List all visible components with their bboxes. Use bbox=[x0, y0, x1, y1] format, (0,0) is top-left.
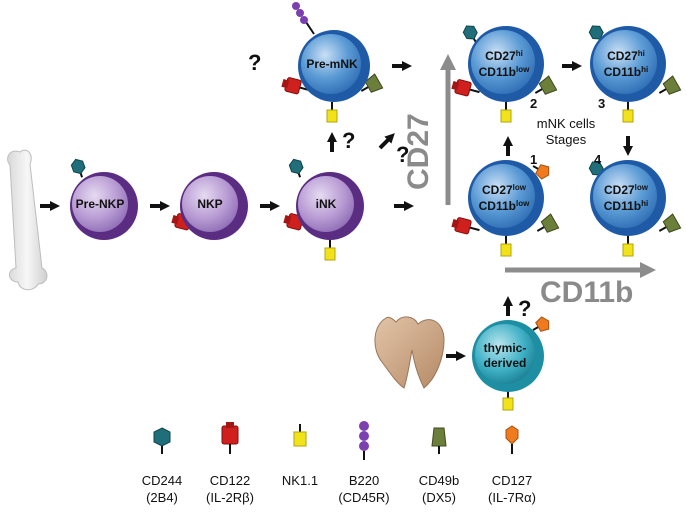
thymic-derived-cell: thymic- derived bbox=[472, 316, 550, 411]
stage4-cell: CD27low CD11bhi 4 bbox=[588, 152, 682, 257]
stage3-line2: CD11bhi bbox=[604, 65, 648, 79]
legend-b220-alias: (CD45R) bbox=[338, 490, 389, 505]
stage2-line1: CD27hi bbox=[485, 49, 523, 63]
mnk-label-line1: mNK cells bbox=[537, 116, 596, 131]
stage2-cell: CD27hi CD11blow 2 bbox=[451, 25, 558, 123]
nk11-marker bbox=[502, 390, 514, 411]
nk11-marker bbox=[500, 102, 512, 123]
nk11-marker bbox=[326, 102, 338, 123]
legend-item-cd49b: CD49b (DX5) bbox=[419, 427, 459, 505]
cd127-marker bbox=[532, 316, 550, 332]
nk11-marker bbox=[324, 238, 336, 261]
cd49b-marker bbox=[534, 75, 558, 95]
trapezoid-icon bbox=[431, 427, 447, 454]
cd49b-marker bbox=[360, 73, 384, 93]
ink-cell: iNK bbox=[283, 158, 364, 261]
legend-cd127-name: CD127 bbox=[492, 473, 532, 488]
thymic-label-line1: thymic- bbox=[484, 341, 527, 355]
pre-nkp-label: Pre-NKP bbox=[76, 197, 125, 211]
legend: CD244 (2B4) CD122 (IL-2Rβ) NK1.1 bbox=[142, 421, 536, 505]
cd49b-marker bbox=[658, 213, 682, 233]
cd127-marker bbox=[532, 164, 550, 180]
question-mark-thymic: ? bbox=[518, 296, 531, 321]
cd122-marker bbox=[451, 79, 480, 97]
legend-item-cd127: CD127 (IL-7Rα) bbox=[488, 425, 536, 505]
stage2-number: 2 bbox=[530, 96, 537, 111]
stage3-line1: CD27hi bbox=[607, 49, 645, 63]
cd11b-axis-label: CD11b bbox=[540, 276, 633, 309]
question-mark-premnk: ? bbox=[248, 50, 261, 75]
b220-marker bbox=[292, 2, 315, 35]
stage4-line1: CD27low bbox=[604, 183, 649, 197]
legend-item-b220: B220 (CD45R) bbox=[338, 421, 390, 505]
stage3-cell: CD27hi CD11bhi 3 bbox=[588, 25, 682, 123]
legend-cd122-name: CD122 bbox=[210, 473, 250, 488]
stage1-line1: CD27low bbox=[482, 183, 527, 197]
cd122-marker bbox=[281, 77, 310, 95]
hexagon-icon bbox=[153, 427, 171, 454]
stage4-line2: CD11bhi bbox=[604, 199, 648, 213]
cd122-marker bbox=[451, 217, 480, 235]
pre-mnk-cell: Pre-mNK bbox=[281, 2, 384, 123]
nk11-marker bbox=[500, 236, 512, 257]
thymic-label-line2: derived bbox=[484, 356, 527, 370]
stage2-line2: CD11blow bbox=[479, 65, 530, 79]
question-mark-ink-up: ? bbox=[342, 128, 355, 153]
pre-nkp-cell: Pre-NKP bbox=[70, 158, 138, 240]
stage4-number: 4 bbox=[594, 152, 602, 167]
legend-cd122-alias: (IL-2Rβ) bbox=[206, 490, 254, 505]
cd244-marker bbox=[288, 158, 304, 178]
cd49b-marker bbox=[536, 213, 560, 233]
nkp-label: NKP bbox=[197, 197, 222, 211]
cd49b-marker bbox=[658, 75, 682, 95]
legend-b220-name: B220 bbox=[349, 473, 379, 488]
legend-cd49b-name: CD49b bbox=[419, 473, 459, 488]
arrow-ink-stage1-diag bbox=[378, 133, 395, 150]
legend-item-cd244: CD244 (2B4) bbox=[142, 427, 182, 505]
nk11-marker bbox=[622, 102, 634, 123]
rect-icon bbox=[293, 424, 307, 447]
stage1-line2: CD11blow bbox=[479, 199, 530, 213]
mnk-label-line2: Stages bbox=[546, 132, 587, 147]
legend-cd244-alias: (2B4) bbox=[146, 490, 178, 505]
stage3-number: 3 bbox=[598, 96, 605, 111]
nkp-cell: NKP bbox=[171, 172, 248, 240]
legend-item-cd122: CD122 (IL-2Rβ) bbox=[206, 422, 254, 505]
ink-label: iNK bbox=[316, 197, 337, 211]
legend-cd127-alias: (IL-7Rα) bbox=[488, 490, 536, 505]
question-mark-diag: ? bbox=[396, 142, 409, 167]
legend-cd49b-alias: (DX5) bbox=[422, 490, 456, 505]
star-icon bbox=[505, 425, 519, 454]
cd244-marker bbox=[462, 25, 478, 43]
bone-icon bbox=[7, 149, 48, 291]
thymus-icon bbox=[374, 316, 445, 389]
legend-item-nk11: NK1.1 bbox=[282, 424, 318, 488]
legend-cd244-name: CD244 bbox=[142, 473, 182, 488]
cd27-axis-label: CD27 bbox=[402, 113, 435, 190]
stage1-cell: CD27low CD11blow 1 bbox=[451, 152, 560, 257]
receptor-icon bbox=[221, 422, 239, 454]
beads-icon bbox=[359, 421, 369, 460]
stage1-number: 1 bbox=[530, 152, 537, 167]
nk11-marker bbox=[622, 236, 634, 257]
pre-mnk-label: Pre-mNK bbox=[306, 57, 358, 71]
legend-nk11-name: NK1.1 bbox=[282, 473, 318, 488]
flow-arrows bbox=[40, 61, 633, 361]
cd244-marker bbox=[70, 158, 86, 178]
